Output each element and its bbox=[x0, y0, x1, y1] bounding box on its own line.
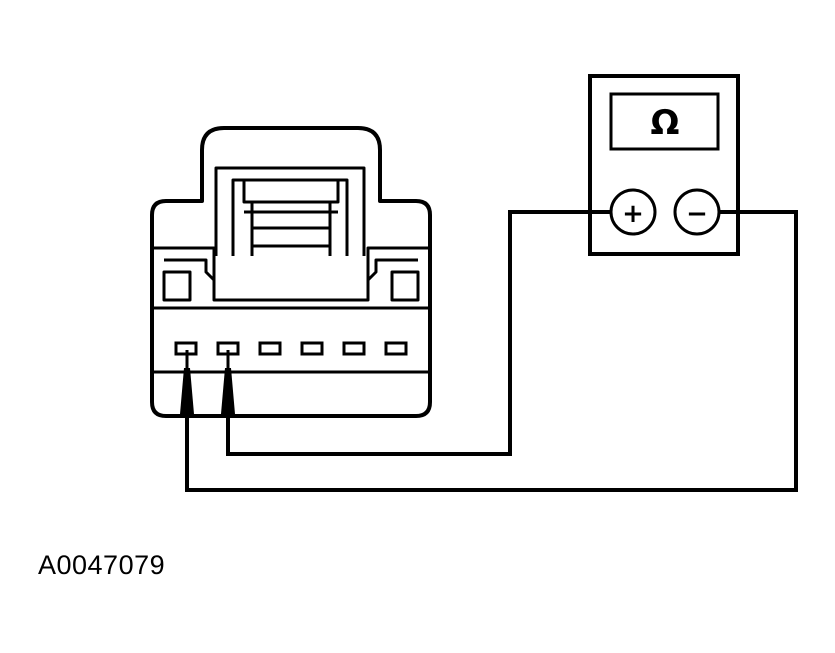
latch-window bbox=[242, 178, 340, 204]
shoulder-step-right bbox=[366, 258, 418, 282]
negative-symbol: − bbox=[686, 199, 708, 229]
positive-lead bbox=[226, 210, 611, 456]
figure-id-label: A0047079 bbox=[38, 550, 166, 580]
right-key bbox=[390, 270, 420, 302]
connector-body bbox=[150, 126, 432, 418]
shoulder-step-left bbox=[164, 258, 216, 282]
connector-shoulder bbox=[152, 246, 430, 302]
probe-1 bbox=[180, 368, 194, 414]
left-key bbox=[162, 270, 192, 302]
probe-2 bbox=[221, 368, 235, 414]
positive-symbol: + bbox=[622, 199, 644, 229]
ohm-symbol: Ω bbox=[651, 103, 680, 143]
test-leads bbox=[185, 210, 798, 492]
connector-latch bbox=[214, 166, 366, 256]
terminal-cavity-4 bbox=[300, 341, 324, 356]
terminal-cavities bbox=[174, 341, 408, 356]
terminal-cavity-6 bbox=[384, 341, 408, 356]
multimeter: Ω + − bbox=[588, 74, 740, 256]
terminal-cavity-3 bbox=[258, 341, 282, 356]
negative-lead bbox=[185, 210, 798, 492]
meter-display bbox=[609, 92, 720, 151]
probes bbox=[180, 350, 235, 414]
connector bbox=[150, 126, 432, 418]
terminal-cavity-5 bbox=[342, 341, 366, 356]
